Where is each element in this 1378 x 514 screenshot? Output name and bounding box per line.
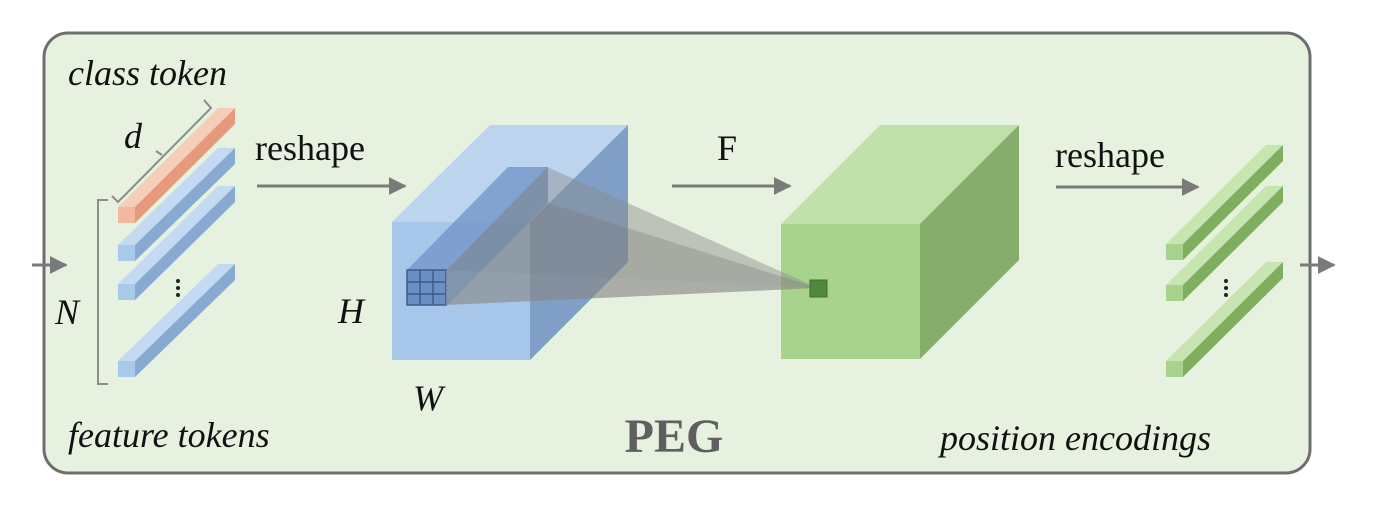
feature-token-bar: [118, 148, 235, 261]
h-label: H: [337, 291, 366, 331]
vertical-ellipsis-icon: [176, 279, 180, 297]
feature-tokens-label: feature tokens: [68, 415, 270, 455]
position-encoding-bar: [1166, 145, 1283, 260]
peg-title: PEG: [625, 410, 724, 463]
class-token-bar: [118, 108, 235, 223]
feature-token-bar: [118, 264, 235, 377]
n-bracket: [97, 199, 108, 385]
projection-cone: [446, 167, 818, 305]
reshape-in-label: reshape: [255, 128, 365, 168]
class-token-label: class token: [68, 53, 227, 93]
d-label: d: [124, 116, 143, 156]
reshape-out-label: reshape: [1055, 135, 1165, 175]
w-label: W: [413, 378, 446, 418]
vertical-ellipsis-icon: [1224, 279, 1228, 297]
kernel-grid: [406, 269, 447, 306]
position-encoding-bar: [1166, 262, 1283, 377]
f-label: F: [717, 128, 737, 168]
green-output-cube: [781, 125, 1019, 359]
n-label: N: [54, 292, 81, 332]
feature-token-bar: [118, 186, 235, 300]
d-brace: [111, 99, 213, 204]
output-pixel: [809, 279, 828, 298]
position-encoding-bar: [1166, 186, 1283, 301]
position-encodings-label: position encodings: [937, 418, 1211, 458]
